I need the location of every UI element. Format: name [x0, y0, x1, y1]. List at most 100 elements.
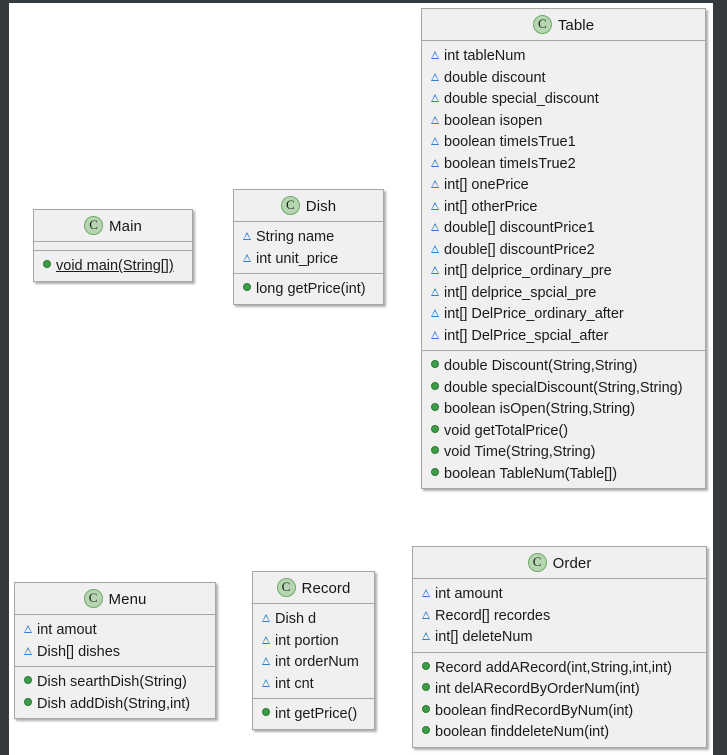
uml-attribute: boolean timeIsTrue1	[422, 131, 705, 153]
protected-triangle-icon	[431, 110, 444, 131]
public-dot-icon	[24, 671, 37, 692]
uml-attribute-label: int[] deleteNum	[435, 629, 533, 645]
uml-attribute: double[] discountPrice1	[422, 217, 705, 239]
uml-attributes-compartment: Dish d int portion int orderNum int cnt	[253, 604, 374, 699]
uml-method-label: double specialDiscount(String,String)	[444, 379, 683, 396]
class-icon-letter: C	[537, 16, 547, 31]
uml-attribute-label: int orderNum	[275, 654, 359, 670]
class-stereotype-icon: C	[280, 196, 300, 215]
protected-triangle-icon	[431, 131, 444, 152]
uml-attribute: int cnt	[253, 673, 374, 695]
uml-method: boolean findRecordByNum(int)	[413, 700, 706, 722]
protected-triangle-icon	[431, 217, 444, 238]
uml-method-label: void getTotalPrice()	[444, 422, 569, 439]
public-dot-icon	[431, 420, 444, 441]
uml-method-label: int getPrice()	[275, 706, 358, 722]
uml-method: Dish addDish(String,int)	[15, 693, 215, 715]
uml-attribute-label: int[] otherPrice	[444, 198, 538, 215]
uml-attribute-label: int[] delprice_spcial_pre	[444, 284, 597, 301]
protected-triangle-icon	[24, 619, 37, 640]
uml-attribute: int[] DelPrice_spcial_after	[422, 325, 705, 347]
uml-method-label: boolean findRecordByNum(int)	[435, 702, 634, 719]
class-stereotype-icon: C	[532, 15, 552, 34]
uml-attribute: Dish[] dishes	[15, 641, 215, 663]
uml-attribute-label: double special_discount	[444, 91, 599, 107]
uml-method-label: void main(String[])	[56, 258, 174, 274]
page-edge-top	[9, 0, 713, 3]
protected-triangle-icon	[422, 626, 435, 647]
class-icon-letter: C	[88, 590, 98, 605]
uml-method: double specialDiscount(String,String)	[422, 377, 705, 399]
class-name: Order	[552, 555, 592, 572]
uml-attribute: String name	[234, 226, 383, 248]
public-dot-icon	[422, 721, 435, 742]
uml-attribute: double discount	[422, 67, 705, 89]
uml-attribute: Record[] recordes	[413, 605, 706, 627]
public-dot-icon	[43, 255, 56, 276]
protected-triangle-icon	[422, 583, 435, 604]
uml-attribute-label: int portion	[275, 632, 339, 649]
class-icon-letter: C	[281, 579, 291, 594]
uml-methods-compartment: Record addARecord(int,String,int,int) int…	[413, 653, 706, 747]
public-dot-icon	[422, 700, 435, 721]
public-dot-icon	[262, 703, 275, 724]
uml-method-label: long getPrice(int)	[256, 281, 366, 297]
public-dot-icon	[243, 278, 256, 299]
uml-attribute: int portion	[253, 630, 374, 652]
class-icon-letter: C	[532, 554, 542, 569]
uml-attribute: int unit_price	[234, 248, 383, 270]
page-edge-right	[713, 0, 727, 755]
uml-attribute-label: int amout	[37, 622, 97, 638]
uml-method: Dish searthDish(String)	[15, 671, 215, 693]
uml-method: boolean isOpen(String,String)	[422, 398, 705, 420]
protected-triangle-icon	[431, 45, 444, 66]
public-dot-icon	[431, 463, 444, 484]
uml-class-header: C Record	[253, 572, 374, 604]
uml-attribute: double special_discount	[422, 88, 705, 110]
public-dot-icon	[431, 441, 444, 462]
protected-triangle-icon	[431, 196, 444, 217]
uml-method: void getTotalPrice()	[422, 420, 705, 442]
uml-attribute-label: double discount	[444, 69, 546, 86]
uml-attribute: double[] discountPrice2	[422, 239, 705, 261]
class-name: Main	[109, 218, 142, 235]
uml-methods-compartment: int getPrice()	[253, 699, 374, 729]
uml-method-label: Dish addDish(String,int)	[37, 695, 191, 712]
uml-class-header: C Order	[413, 547, 706, 579]
uml-attribute: boolean isopen	[422, 110, 705, 132]
public-dot-icon	[422, 678, 435, 699]
uml-method-label: boolean TableNum(Table[])	[444, 465, 618, 482]
uml-attribute-label: Dish d	[275, 611, 317, 627]
class-name: Record	[301, 580, 351, 597]
uml-attribute-label: int[] DelPrice_ordinary_after	[444, 306, 624, 322]
uml-attribute: int[] delprice_ordinary_pre	[422, 260, 705, 282]
uml-attributes-compartment	[34, 242, 192, 251]
uml-attribute-label: int[] onePrice	[444, 177, 529, 193]
uml-attribute: int[] DelPrice_ordinary_after	[422, 303, 705, 325]
uml-attribute-label: double[] discountPrice2	[444, 241, 595, 258]
uml-method: int delARecordByOrderNum(int)	[413, 678, 706, 700]
protected-triangle-icon	[262, 608, 275, 629]
uml-methods-compartment: long getPrice(int)	[234, 274, 383, 304]
uml-method-label: void Time(String,String)	[444, 444, 596, 460]
protected-triangle-icon	[243, 226, 256, 247]
protected-triangle-icon	[431, 303, 444, 324]
uml-attribute-label: int unit_price	[256, 250, 339, 267]
uml-method: Record addARecord(int,String,int,int)	[413, 657, 706, 679]
protected-triangle-icon	[262, 630, 275, 651]
uml-method-label: int delARecordByOrderNum(int)	[435, 681, 640, 697]
public-dot-icon	[422, 657, 435, 678]
uml-method-label: boolean isOpen(String,String)	[444, 401, 636, 417]
class-icon-letter: C	[285, 197, 295, 212]
